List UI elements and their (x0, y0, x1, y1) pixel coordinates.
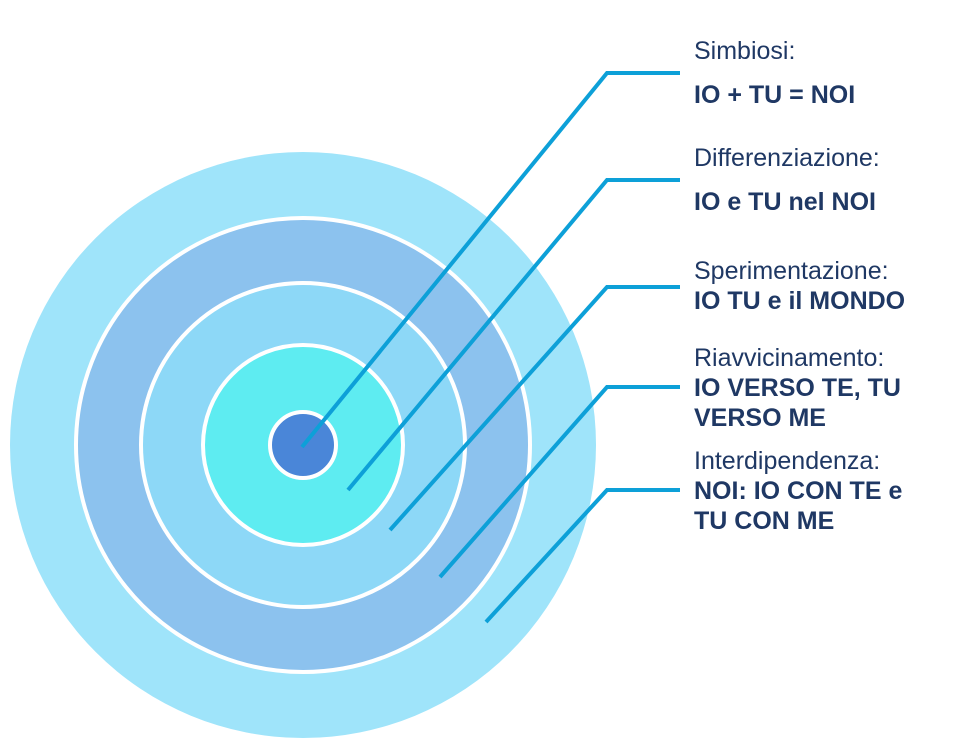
stage-title: Riavvicinamento: (694, 344, 885, 372)
leader-line-riavvicinamento (438, 385, 680, 579)
stage-subtitle: IO e TU nel NOI (694, 188, 876, 216)
stage-label-riavvicinamento: Riavvicinamento: IO VERSO TE, TU VERSO M… (694, 343, 924, 433)
stage-title: Interdipendenza: (694, 447, 881, 475)
stage-label-sperimentazione: Sperimentazione: IO TU e il MONDO (694, 256, 974, 316)
leader-line-interdipendenza (484, 488, 680, 624)
stage-subtitle: NOI: IO CON TE e TU CON ME (694, 477, 903, 535)
stage-label-simbiosi: Simbiosi: IO + TU = NOI (694, 36, 974, 110)
leader-line-differenziazione (346, 178, 680, 492)
leader-line-sperimentazione (388, 285, 680, 532)
stage-title: Differenziazione: (694, 144, 880, 172)
stage-subtitle: IO TU e il MONDO (694, 287, 906, 315)
leader-line-simbiosi (300, 71, 680, 449)
stage-label-differenziazione: Differenziazione: IO e TU nel NOI (694, 143, 974, 217)
stage-subtitle: IO + TU = NOI (694, 81, 856, 109)
stage-label-interdipendenza: Interdipendenza: NOI: IO CON TE e TU CON… (694, 446, 934, 536)
stage-title: Sperimentazione: (694, 257, 889, 285)
stage-title: Simbiosi: (694, 37, 796, 65)
stage-subtitle: IO VERSO TE, TU VERSO ME (694, 374, 901, 432)
